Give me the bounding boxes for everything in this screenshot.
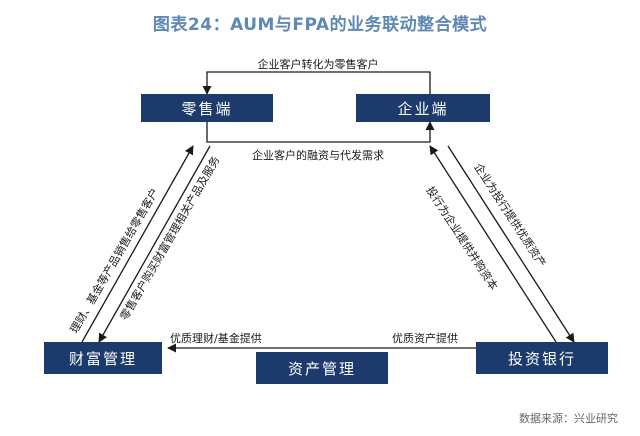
node-corporate: 企业端 xyxy=(356,94,490,122)
arrow-corp-financing xyxy=(206,121,435,143)
node-asset-management: 资产管理 xyxy=(256,352,388,384)
node-wealth-management: 财富管理 xyxy=(44,342,162,374)
data-source-note: 数据来源：兴业研究 xyxy=(519,412,618,425)
chart-title: 图表24：AUM与FPA的业务联动整合模式 xyxy=(152,15,488,35)
label-corp-to-retail: 企业客户转化为零售客户 xyxy=(257,58,379,71)
arrow-retail-to-wealth xyxy=(98,145,211,343)
node-retail: 零售端 xyxy=(141,94,273,122)
label-ib-to-am: 优质资产提供 xyxy=(392,332,458,345)
node-investment-banking: 投资银行 xyxy=(476,342,608,374)
arrow-wealth-to-retail xyxy=(81,145,194,343)
arrow-corp-to-ib xyxy=(447,145,575,343)
arrow-ib-to-corp xyxy=(429,145,557,343)
label-am-to-wealth: 优质理财/基金提供 xyxy=(170,332,262,345)
label-corp-financing: 企业客户的融资与代发需求 xyxy=(252,149,384,162)
arrow-corp-to-retail xyxy=(202,71,431,95)
